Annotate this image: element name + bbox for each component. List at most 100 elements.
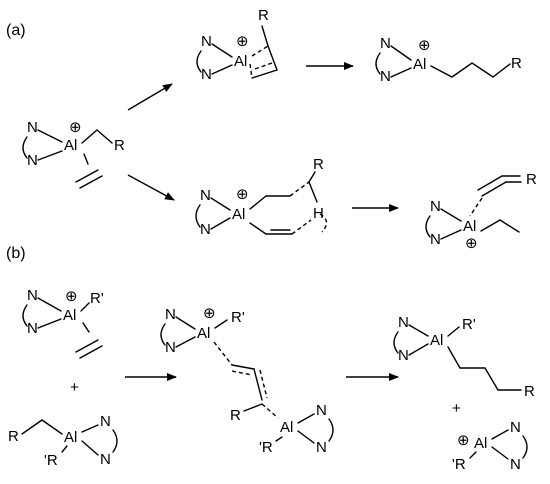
chain-transfer-product: R N N Al ⊕: [425, 171, 537, 252]
nacnac-arc: [375, 52, 381, 75]
n-atom: N: [430, 198, 441, 215]
n-al-bond: [37, 297, 62, 312]
n-atom: N: [165, 339, 176, 356]
c-r-bond: [308, 171, 316, 183]
al-c-bond: [249, 222, 267, 235]
plus-charge: ⊕: [69, 119, 82, 136]
al-atom: Al: [64, 137, 77, 154]
plus-charge: ⊕: [457, 432, 470, 449]
al-atom: Al: [197, 325, 210, 342]
transfer-product-b: N N Al R' R: [393, 314, 535, 400]
partial-bond: [319, 213, 328, 233]
n-atom: N: [316, 439, 327, 456]
r-ch2-bond: [21, 419, 43, 435]
allyl-partial-bond: [259, 369, 268, 399]
nacnac-arc: [195, 204, 201, 228]
cationic-aluminum-product-b: ⊕ Al 'R N N: [452, 419, 528, 473]
ethylene-bond: [79, 345, 103, 359]
ch2-al-bond: [41, 419, 63, 435]
al-atom: Al: [63, 307, 76, 324]
al-c-bond: [480, 219, 501, 232]
beta-h-transfer-transition-state: N N Al ⊕ R H: [195, 156, 328, 238]
ch2-r-bond: [96, 129, 113, 144]
start-complex-a: N N Al ⊕ R: [22, 119, 125, 189]
c-r-bond: [243, 403, 263, 412]
al-r-bond: [447, 326, 460, 337]
alkene-bond: [481, 181, 507, 197]
al-atom: Al: [413, 56, 426, 73]
r-group: R: [114, 137, 125, 154]
partial-bond: [251, 62, 273, 71]
n-atom: N: [398, 314, 409, 331]
n-atom: N: [100, 413, 111, 430]
part-b-label: (b): [6, 245, 26, 262]
c-r-bond: [261, 25, 269, 47]
plus-sign: +: [70, 379, 79, 396]
r-group: R: [258, 7, 269, 24]
reaction-arrow: [127, 83, 173, 111]
n-atom: N: [200, 221, 211, 238]
r-group: R: [230, 407, 241, 424]
al-n-bond: [297, 413, 315, 424]
r-group: R: [526, 171, 537, 188]
al-r-bond: [80, 302, 90, 312]
nacnac-arc: [425, 215, 431, 238]
n-atom: N: [316, 402, 327, 419]
al-c-bond: [249, 195, 267, 210]
nacnac-arc: [196, 50, 202, 73]
prime-r-group: 'R: [44, 452, 58, 469]
nacnac-arc: [112, 429, 118, 453]
n-al-bond: [440, 208, 462, 222]
n-al-bond: [37, 318, 62, 329]
c-c-bond: [499, 219, 520, 233]
plus-charge: ⊕: [418, 37, 431, 54]
ethylene-bond: [79, 175, 103, 189]
prime-r-group: 'R: [452, 456, 466, 473]
partial-bond: [291, 219, 312, 235]
n-al-bond: [390, 45, 412, 61]
al-n-bond: [81, 424, 99, 433]
r-group: R: [511, 55, 522, 72]
n-atom: N: [380, 68, 391, 85]
coordination-line: [469, 197, 483, 217]
n-al-bond: [408, 324, 429, 337]
al-n-bond: [81, 440, 99, 456]
al-r-bond: [469, 451, 477, 459]
n-atom: N: [201, 66, 212, 83]
al-n-bond: [297, 430, 315, 444]
nacnac-arc: [160, 323, 166, 346]
partial-bond: [213, 341, 233, 366]
n-atom: N: [398, 347, 409, 364]
n-atom: N: [27, 119, 38, 136]
al-atom: Al: [463, 218, 476, 235]
alkene-bond: [477, 175, 503, 191]
n-atom: N: [165, 306, 176, 323]
n-atom: N: [27, 320, 38, 337]
n-al-bond: [390, 67, 412, 78]
ethylene-bond: [75, 339, 99, 353]
plus-charge: ⊕: [236, 33, 249, 50]
n-atom: N: [430, 231, 441, 248]
plus-charge: ⊕: [236, 186, 249, 203]
nacnac-arc: [22, 304, 28, 327]
al-r-bond: [275, 436, 283, 442]
nacnac-arc: [522, 435, 528, 459]
insertion-product: N N Al ⊕ R: [375, 35, 522, 85]
n-atom: N: [100, 451, 111, 468]
n-al-bond: [211, 43, 233, 58]
n-al-bond: [408, 343, 429, 356]
n-atom: N: [201, 33, 212, 50]
reaction-arrow: [127, 174, 175, 201]
alkyl-chain: [447, 346, 522, 391]
partial-bond: [261, 403, 279, 419]
coordination-line: [83, 153, 89, 165]
c-h-bond: [308, 181, 318, 203]
r-prime-group: R': [231, 309, 245, 326]
al-atom: Al: [430, 332, 443, 349]
allyl-bond: [253, 368, 263, 401]
coordination-line: [82, 322, 90, 333]
h-atom: H: [313, 205, 324, 222]
nacnac-arc: [22, 136, 28, 159]
n-atom: N: [27, 152, 38, 169]
ethylene-bond: [75, 169, 99, 183]
